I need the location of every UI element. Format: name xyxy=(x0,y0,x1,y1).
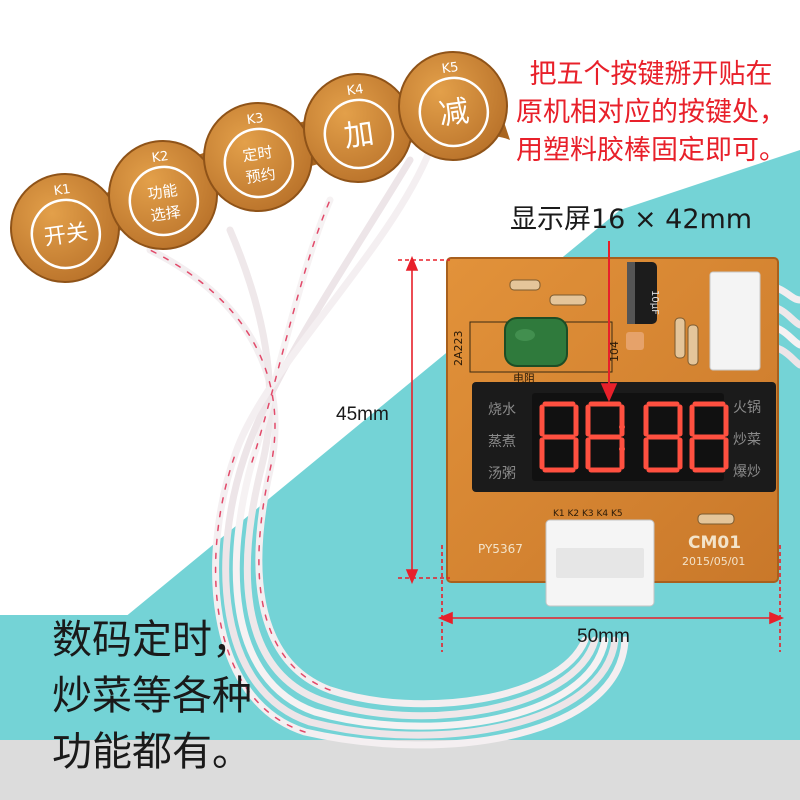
pad-key-label: K1 xyxy=(53,182,72,199)
capacitor-silk-label: 2A223 xyxy=(452,330,465,366)
feature-line: 数码定时， xyxy=(52,617,252,663)
pad-label: 选择 xyxy=(150,203,182,225)
chip-silk-label: 104 xyxy=(608,341,621,362)
pad-label: 定时 xyxy=(241,143,273,165)
dimension-lines xyxy=(398,241,785,652)
pad-label: 预约 xyxy=(245,165,277,187)
pad-key-label: K2 xyxy=(151,149,170,166)
resistors xyxy=(509,279,735,525)
pad-label: 功能 xyxy=(146,181,178,203)
led-digit xyxy=(689,401,729,473)
pad-label: 开关 xyxy=(42,220,89,251)
pad-key-label: K4 xyxy=(346,82,365,99)
pad-ring xyxy=(223,127,295,199)
mode-label-right: 炒菜 xyxy=(733,432,761,448)
mode-label-left: 蒸煮 xyxy=(488,434,516,450)
film-capacitor xyxy=(504,317,568,367)
ribbon-cables xyxy=(146,146,800,749)
pad-ring xyxy=(128,165,200,237)
install-note-line: 把五个按键掰开贴在 xyxy=(529,59,773,90)
button-pad-k4: K4 加 xyxy=(303,73,413,183)
led-digits xyxy=(539,401,729,473)
feature-line: 功能都有。 xyxy=(52,729,252,775)
pad-key-label: K5 xyxy=(441,60,460,77)
install-note: 把五个按键掰开贴在 原机相对应的按键处， 用塑料胶棒固定即可。 xyxy=(516,56,786,170)
pad-ring xyxy=(30,198,102,270)
pad-ring xyxy=(418,76,490,148)
height-dimension-label: 45mm xyxy=(336,404,389,425)
mode-label-right: 火锅 xyxy=(733,400,761,416)
width-dimension-label: 50mm xyxy=(577,626,630,647)
board-date: 2015/05/01 xyxy=(682,555,745,568)
display-size-label: 显示屏16 × 42mm xyxy=(510,204,753,235)
button-pad-k5: K5 减 xyxy=(398,51,508,161)
pad-ring xyxy=(323,98,395,170)
board-silkscreen: 2A223 104 电阻 10μF PY5367 CM01 2015/05/01… xyxy=(452,290,761,568)
feature-line: 炒菜等各种 xyxy=(52,673,252,719)
button-pad-k1: K1 开关 xyxy=(10,173,120,283)
mode-label-right: 爆炒 xyxy=(733,464,761,480)
mode-label-left: 烧水 xyxy=(488,402,516,418)
mode-label-left: 汤粥 xyxy=(488,465,516,482)
side-connector xyxy=(709,271,761,371)
model-label: PY5367 xyxy=(478,542,523,556)
control-board xyxy=(398,241,785,652)
pad-key-label: K3 xyxy=(246,111,265,128)
board-code: CM01 xyxy=(688,533,741,553)
pad-label: 加 xyxy=(342,116,377,155)
feature-text: 数码定时， 炒菜等各种 功能都有。 xyxy=(52,612,252,780)
led-digit xyxy=(539,401,579,473)
install-note-line: 原机相对应的按键处， xyxy=(516,97,786,128)
led-digit xyxy=(643,401,683,473)
connector-keys: K1 K2 K3 K4 K5 xyxy=(553,509,623,519)
part-silk-label: 电阻 xyxy=(513,372,535,385)
install-note-line: 用塑料胶棒固定即可。 xyxy=(516,135,786,166)
cap-value-label: 10μF xyxy=(649,290,660,315)
led-digit xyxy=(585,401,625,473)
pad-label: 减 xyxy=(437,94,472,133)
